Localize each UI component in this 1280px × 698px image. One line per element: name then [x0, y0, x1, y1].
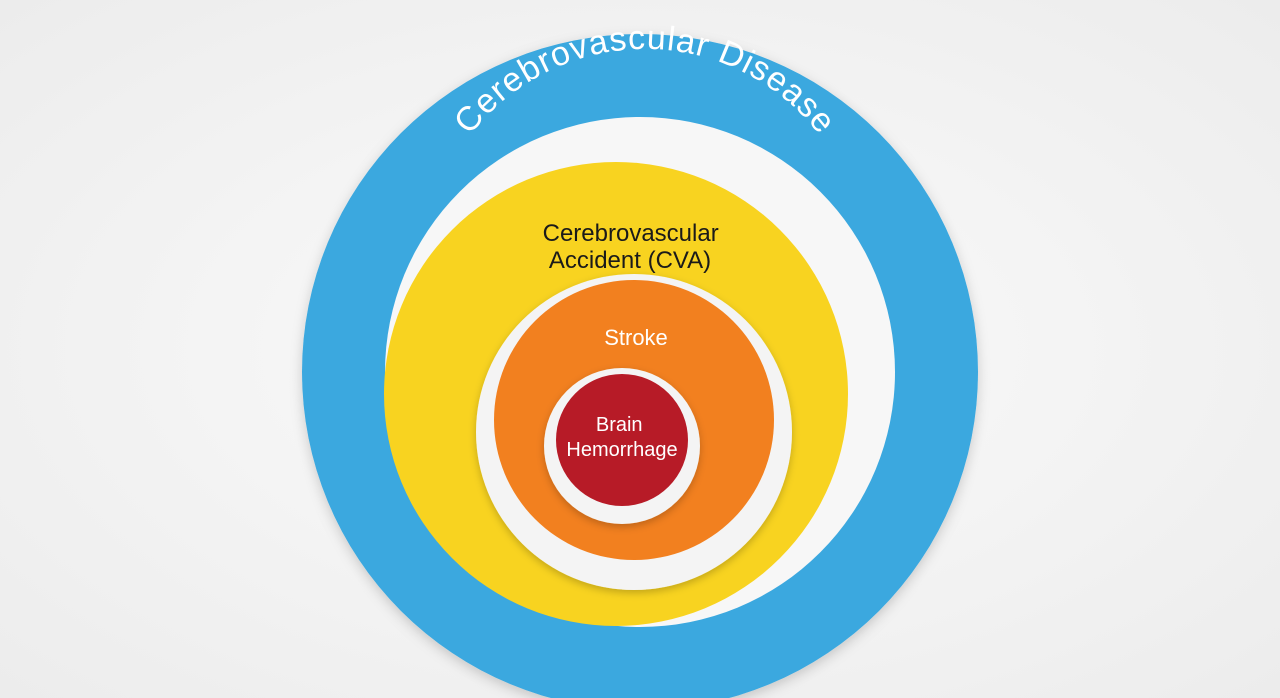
- brain-hemorrhage-core: [556, 374, 688, 506]
- brain-hemorrhage-label: Brain Hemorrhage: [566, 414, 677, 461]
- cva-label: Cerebrovascular Accident (CVA): [543, 220, 726, 274]
- stroke-label: Stroke: [604, 325, 668, 350]
